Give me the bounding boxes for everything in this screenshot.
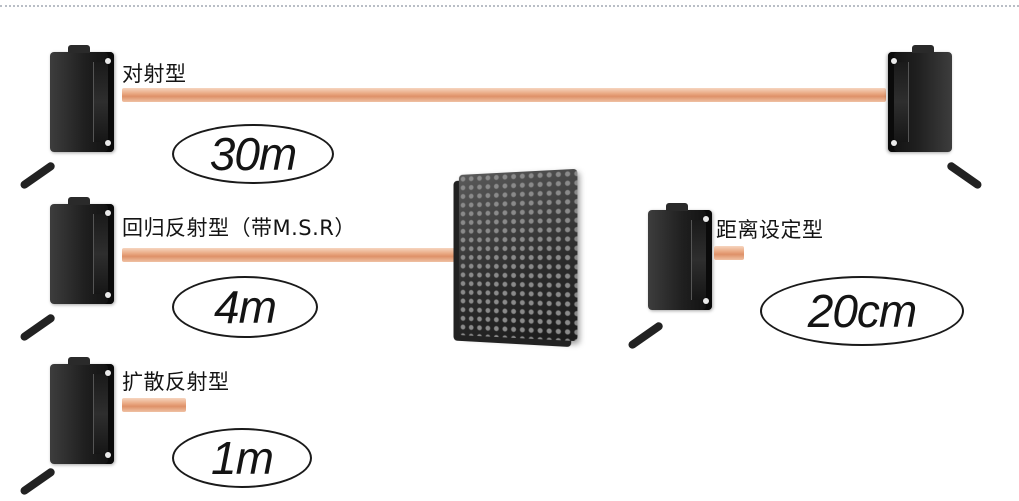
distance-badge-4m: 4m — [172, 276, 318, 338]
sensor-distance-settable — [648, 203, 712, 310]
beam-through — [122, 88, 886, 102]
sensor-emitter — [50, 45, 114, 152]
sensor-cable — [18, 466, 57, 497]
sensor-cable — [626, 320, 665, 351]
label-distance-settable: 距离设定型 — [716, 218, 824, 242]
beam-distance-settable — [714, 246, 744, 260]
beam-retro — [122, 248, 484, 262]
beam-diffuse — [122, 398, 186, 412]
distance-badge-20cm: 20cm — [760, 276, 964, 346]
distance-badge-30m: 30m — [172, 124, 334, 184]
sensor-receiver — [888, 45, 952, 152]
label-diffuse-reflective: 扩散反射型 — [122, 370, 230, 394]
label-through-beam: 对射型 — [122, 62, 187, 86]
sensor-retro — [50, 197, 114, 304]
sensor-cable — [945, 160, 984, 191]
dotted-divider — [0, 5, 1019, 7]
reflector-plate — [458, 168, 578, 342]
sensor-cable — [18, 160, 57, 191]
distance-badge-1m: 1m — [172, 428, 312, 488]
sensor-cable — [18, 312, 57, 343]
label-retro-reflective: 回归反射型（带M.S.R） — [122, 216, 356, 240]
sensor-diffuse — [50, 357, 114, 464]
